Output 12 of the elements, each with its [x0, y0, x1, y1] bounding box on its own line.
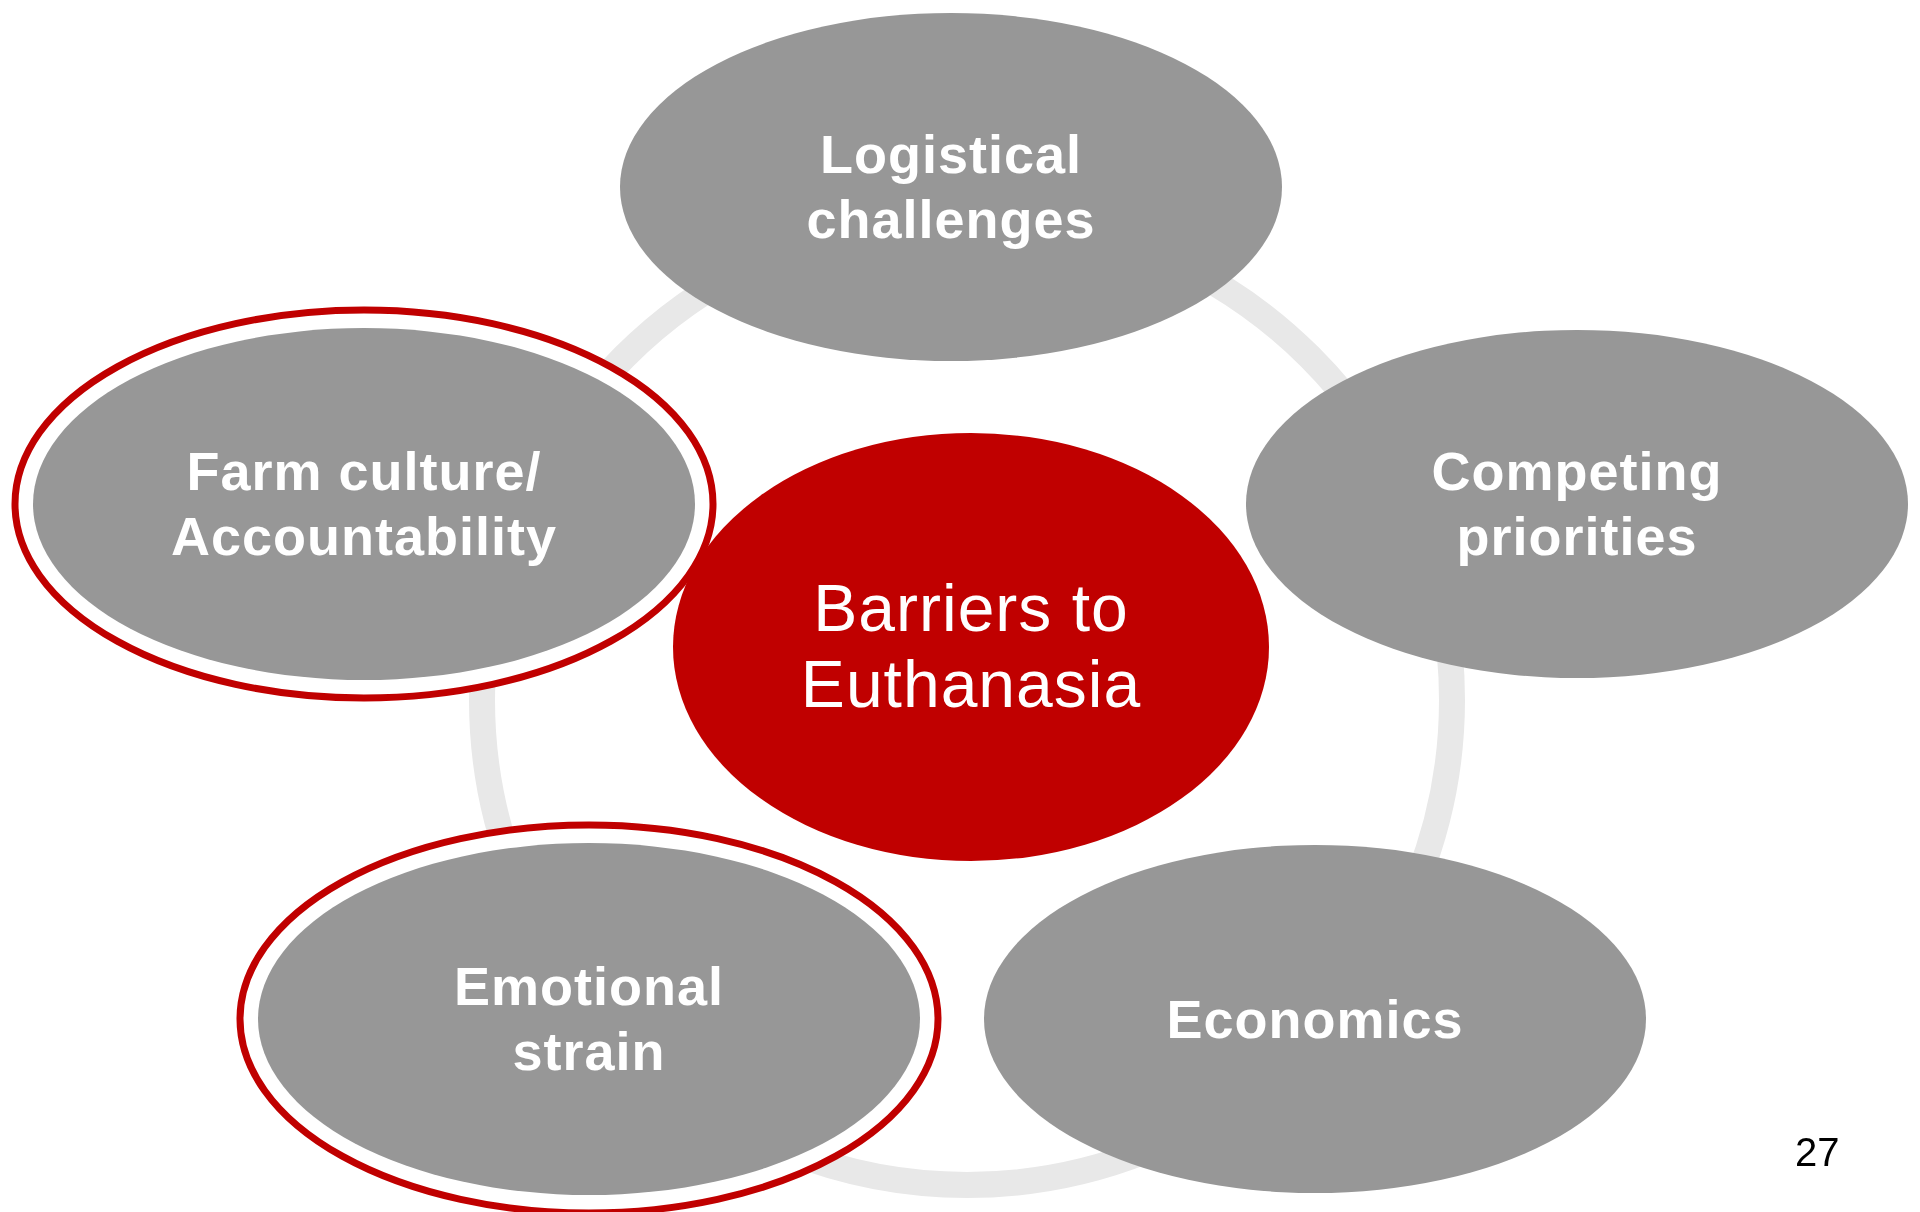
node-label: Competing priorities [1430, 440, 1724, 568]
oval-shape [984, 845, 1646, 1193]
node-label: Farm culture/ Accountability [170, 440, 558, 568]
oval-shape [620, 13, 1282, 361]
node-label: Barriers to Euthanasia [799, 571, 1143, 723]
oval-shape [11, 306, 717, 702]
node-label: Logistical challenges [805, 123, 1097, 251]
node-label: Economics [1165, 987, 1465, 1051]
oval-shape [1246, 330, 1908, 678]
page-number: 27 [1795, 1130, 1840, 1175]
node-label: Emotional strain [453, 955, 725, 1083]
center-oval [673, 433, 1269, 861]
